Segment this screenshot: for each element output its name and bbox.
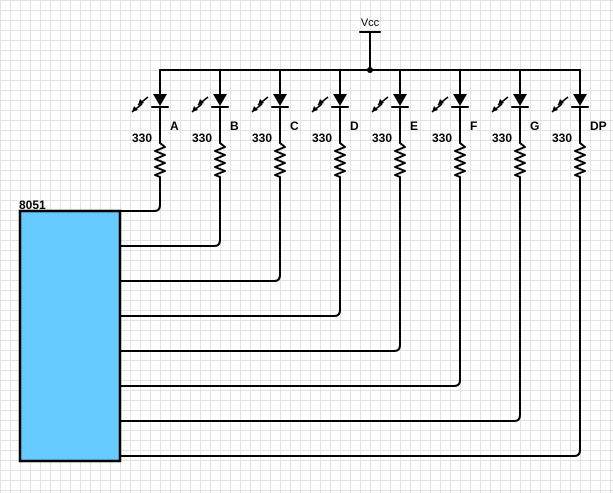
channel-dp: 330 DP xyxy=(119,69,607,457)
light-ray-head xyxy=(438,99,444,105)
segment-label: F xyxy=(470,119,477,133)
segment-label: D xyxy=(350,119,359,133)
led-icon xyxy=(393,94,407,106)
light-ray-head xyxy=(132,106,138,112)
resistor-value: 330 xyxy=(252,131,272,145)
channel-d: 330 D xyxy=(119,69,359,317)
mcu-block xyxy=(18,209,122,463)
light-ray-head xyxy=(192,106,198,112)
resistor-value: 330 xyxy=(492,131,512,145)
resistor-icon xyxy=(334,142,346,181)
segment-label: C xyxy=(290,119,299,133)
light-ray-head xyxy=(312,106,318,112)
resistor-icon xyxy=(454,142,466,181)
led-icon xyxy=(273,94,287,106)
pin-wire xyxy=(119,179,401,352)
segment-label: B xyxy=(230,119,239,133)
light-ray-head xyxy=(138,99,144,105)
pin-wire xyxy=(119,179,281,282)
pin-wire xyxy=(119,179,341,317)
channel-b: 330 B xyxy=(119,69,239,247)
resistor-icon xyxy=(514,142,526,181)
resistor-value: 330 xyxy=(132,131,152,145)
led-icon xyxy=(333,94,347,106)
led-icon xyxy=(453,94,467,106)
channel-a: 330 A xyxy=(119,69,179,212)
light-ray-head xyxy=(432,106,438,112)
resistor-value: 330 xyxy=(432,131,452,145)
pin-wire xyxy=(119,179,461,387)
light-ray-head xyxy=(258,99,264,105)
resistor-icon xyxy=(274,142,286,181)
light-ray-head xyxy=(552,106,558,112)
light-ray-head xyxy=(498,99,504,105)
light-ray-head xyxy=(318,99,324,105)
channel-e: 330 E xyxy=(119,69,418,352)
led-icon xyxy=(573,94,587,106)
light-ray-head xyxy=(252,106,258,112)
segment-channels: 330 A 330 B 330 C 330 D 330 E 330 F 330 G 330 DP xyxy=(119,69,607,457)
pin-wire xyxy=(119,179,581,457)
channel-g: 330 G xyxy=(119,69,539,422)
resistor-icon xyxy=(154,142,166,181)
segment-label: DP xyxy=(590,119,607,133)
segment-label: E xyxy=(410,119,418,133)
segment-label: A xyxy=(170,119,179,133)
led-icon xyxy=(153,94,167,106)
resistor-value: 330 xyxy=(552,131,572,145)
channel-f: 330 F xyxy=(119,69,477,387)
led-icon xyxy=(513,94,527,106)
segment-label: G xyxy=(530,119,539,133)
resistor-icon xyxy=(574,142,586,181)
vcc-label: Vcc xyxy=(361,17,380,29)
led-icon xyxy=(213,94,227,106)
light-ray-head xyxy=(492,106,498,112)
channel-c: 330 C xyxy=(119,69,299,282)
light-ray-head xyxy=(372,106,378,112)
light-ray-head xyxy=(558,99,564,105)
resistor-value: 330 xyxy=(372,131,392,145)
resistor-value: 330 xyxy=(312,131,332,145)
pin-wire xyxy=(119,179,161,212)
light-ray-head xyxy=(198,99,204,105)
mcu-label: 8051 xyxy=(19,198,46,212)
pin-wire xyxy=(119,179,521,422)
resistor-icon xyxy=(394,142,406,181)
resistor-icon xyxy=(214,142,226,181)
resistor-value: 330 xyxy=(192,131,212,145)
pin-wire xyxy=(119,179,221,247)
vcc-supply: Vcc xyxy=(359,17,381,73)
light-ray-head xyxy=(378,99,384,105)
